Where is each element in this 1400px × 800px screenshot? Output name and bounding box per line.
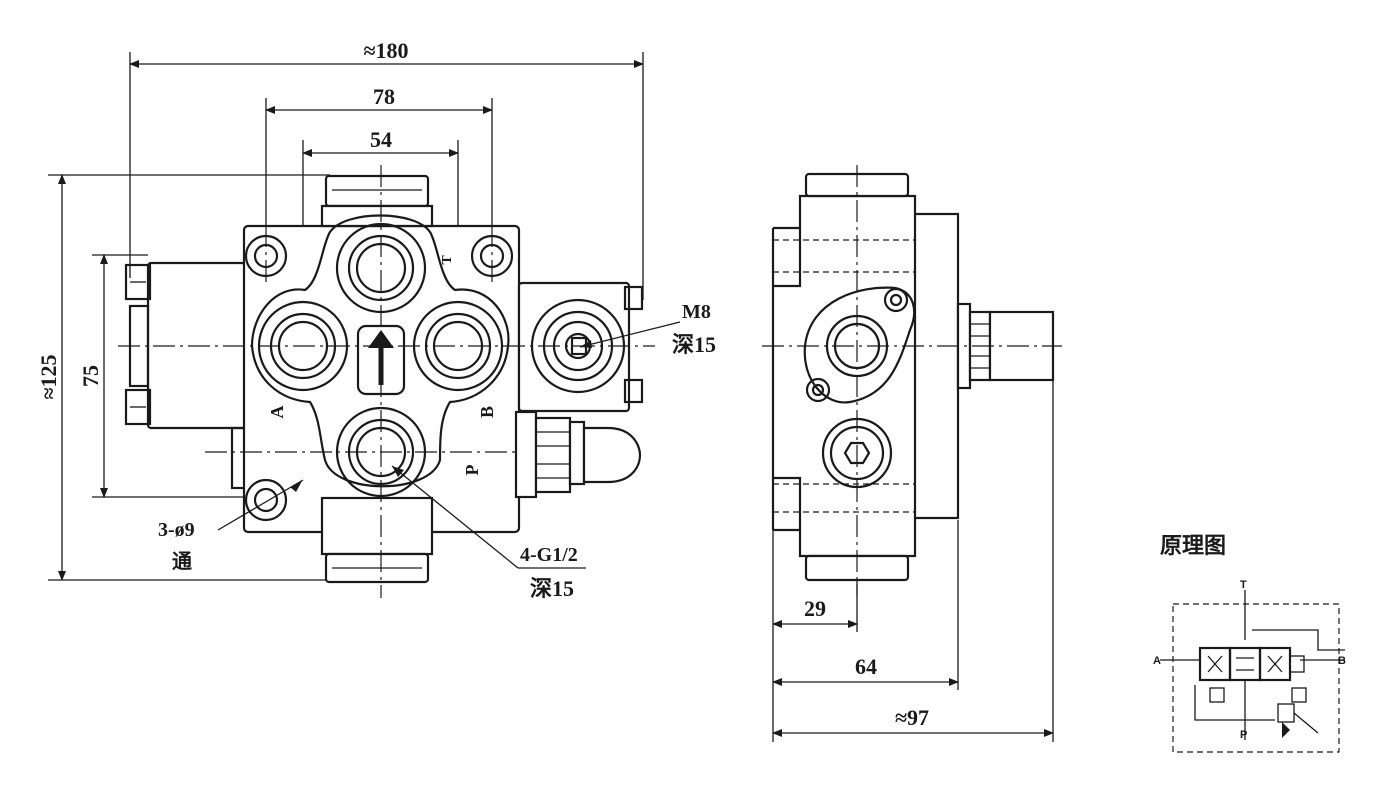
front-view: ≈180 78 54 ≈125 75 (36, 38, 716, 601)
port-label-t: T (440, 255, 455, 265)
svg-text:A: A (1153, 655, 1161, 667)
hydraulic-schematic: 原理图 T A B P (1153, 533, 1346, 753)
callout-port: 4-G1/2 深15 (391, 465, 586, 601)
dim-overall-height: ≈125 (36, 174, 66, 581)
schematic-title: 原理图 (1160, 533, 1226, 558)
dim-75: 75 (78, 254, 108, 498)
callout-hole: 3-ø9 通 (158, 479, 304, 573)
svg-text:≈125: ≈125 (36, 354, 61, 399)
dim-64: 64 (772, 654, 959, 686)
svg-text:54: 54 (370, 127, 392, 152)
port-label-p: P (462, 465, 482, 476)
svg-text:深15: 深15 (672, 332, 716, 357)
svg-text:T: T (1240, 579, 1247, 591)
side-view: 29 64 ≈97 (762, 165, 1062, 742)
svg-text:3-ø9: 3-ø9 (158, 519, 195, 541)
svg-text:深15: 深15 (530, 576, 574, 601)
svg-text:≈97: ≈97 (895, 705, 929, 730)
port-label-b: B (477, 406, 497, 418)
svg-text:P: P (1240, 729, 1247, 741)
svg-text:M8: M8 (682, 301, 711, 323)
svg-text:64: 64 (855, 654, 877, 679)
dim-97: ≈97 (772, 705, 1054, 737)
dim-overall-width: ≈180 (129, 38, 644, 68)
port-label-a: A (267, 406, 287, 419)
svg-text:通: 通 (172, 550, 192, 573)
mount-hole-bottom-left (244, 478, 288, 522)
handle-boss (124, 261, 248, 490)
svg-text:4-G1/2: 4-G1/2 (520, 544, 578, 566)
svg-text:B: B (1338, 655, 1346, 667)
dim-78: 78 (265, 84, 493, 114)
callout-m8: M8 深15 (579, 301, 716, 357)
svg-text:29: 29 (804, 596, 826, 621)
svg-text:78: 78 (373, 84, 395, 109)
svg-text:≈180: ≈180 (363, 38, 408, 63)
relief-valve (514, 410, 642, 499)
dim-29: 29 (772, 596, 858, 628)
svg-text:75: 75 (78, 365, 103, 387)
dim-54: 54 (302, 127, 459, 157)
